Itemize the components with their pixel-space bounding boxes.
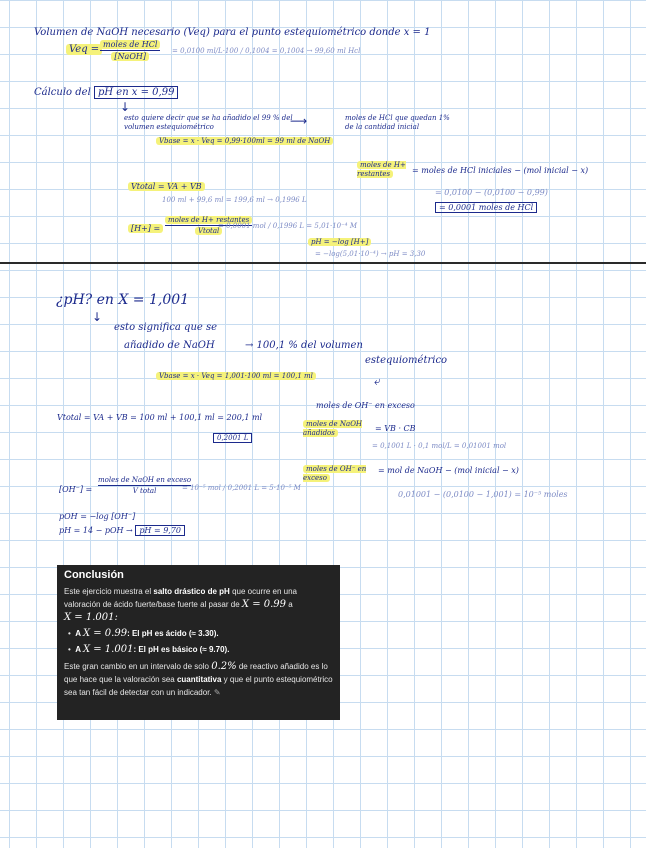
down-arrow-icon: ↓ — [92, 310, 103, 324]
question-title: ¿pH? en X = 1,001 — [56, 292, 190, 308]
vtotal-bottom-box: 0,2001 L — [213, 433, 253, 443]
bullet-ph-calc: Cálculo del pH en x = 0,99 — [34, 86, 179, 99]
conclusion-intro: Este ejercicio muestra el salto drástico… — [64, 587, 298, 623]
coh-label: [OH⁻] = — [59, 485, 93, 494]
means-line2: añadido de NaOH — [124, 340, 215, 351]
vtotal-top-calc: 100 ml + 99,6 ml = 199,6 ml → 0,1996 L — [162, 196, 307, 204]
note-added: esto quiere decir que se ha añadido el 9… — [124, 114, 293, 131]
section-divider — [0, 262, 646, 264]
right-arrow-icon: ⟶ — [290, 114, 308, 128]
means-line3: → 100,1 % del volumen — [245, 340, 363, 351]
moles-h-calc1: = 0,0100 − (0,0100 − 0,99) — [435, 188, 548, 197]
naoh-added-eq: = VB · CB — [375, 424, 416, 433]
down-arrow-icon: ↓ — [120, 100, 131, 114]
naoh-added-calc: = 0,1001 L · 0,1 mol/L = 0,01001 mol — [372, 442, 507, 450]
bullet-veq: Volumen de NaOH necesario (Veq) para el … — [34, 27, 431, 38]
oh-moles-eq: = mol de NaOH − (mol inicial − x) — [378, 466, 519, 475]
ph-target-box: pH en x = 0,99 — [93, 86, 179, 99]
moles-h-calc2: = 0,0001 moles de HCl — [435, 202, 538, 213]
moles-h-label: moles de H+ restantes — [357, 161, 406, 178]
vbase-bottom: Vbase = x · Veq = 1,001·100 ml = 100,1 m… — [156, 372, 316, 380]
vbase-top: Vbase = x · Veq = 0,99·100ml = 99 ml de … — [156, 137, 334, 145]
veq-fraction: moles de HCl[NaOH] — [100, 40, 161, 61]
oh-excess-title: moles de OH⁻ en exceso — [316, 401, 415, 410]
ph-result-box: pH = 9,70 — [135, 525, 186, 536]
h-conc-label: [H+] = — [128, 224, 164, 233]
conclusion-bullet-acid: • A X = 0.99: El pH es ácido (≈ 3.30). — [68, 628, 219, 639]
coh-calc: = 10⁻⁵ mol / 0,2001 L = 5·10⁻⁵ M — [182, 484, 301, 492]
note-remaining: moles de HCl que quedan 1% de la cantida… — [345, 114, 450, 131]
conclusion-panel: Conclusión Este ejercicio muestra el sal… — [57, 565, 340, 720]
vtotal-bottom: Vtotal = VA + VB = 100 ml + 100,1 ml = 2… — [57, 413, 263, 422]
conclusion-summary: Este gran cambio en un intervalo de solo… — [64, 661, 333, 697]
poh-equation: pOH = −log [OH⁻] — [59, 512, 136, 521]
means-line4: estequiométrico — [365, 355, 448, 366]
moles-h-equation: = moles de HCl iniciales − (mol inicial … — [412, 166, 589, 175]
oh-moles-label: moles de OH⁻ en exceso — [303, 465, 367, 482]
h-conc-calc: = 0,0001 mol / 0,1996 L = 5,01·10⁻⁴ M — [218, 222, 358, 230]
oh-moles-calc: 0,01001 − (0,0100 − 1,001) = 10⁻⁵ moles — [398, 490, 568, 499]
ph-calc-top: = −log(5,01·10⁻⁴) → pH = 3,30 — [315, 250, 426, 258]
ph-equation-top: pH = −log [H+] — [308, 238, 372, 246]
means-line1: esto significa que se — [114, 322, 218, 333]
veq-calculation: = 0,0100 ml/L·100 / 0,1004 = 0,1004 → 99… — [172, 47, 361, 55]
conclusion-title: Conclusión — [64, 569, 124, 581]
vtotal-top: Vtotal = VA + VB — [128, 182, 205, 191]
veq-label: Veq = — [66, 44, 103, 55]
naoh-added-label: moles de NaOH añadidos — [303, 420, 363, 437]
ph-equation-bottom: pH = 14 − pOH → pH = 9,70 — [59, 525, 186, 536]
pencil-icon[interactable]: ✎ — [213, 688, 221, 697]
conclusion-bullet-base: • A X = 1.001: El pH es básico (≈ 9.70). — [68, 644, 230, 655]
curved-arrow-icon: ⤶ — [374, 374, 381, 388]
